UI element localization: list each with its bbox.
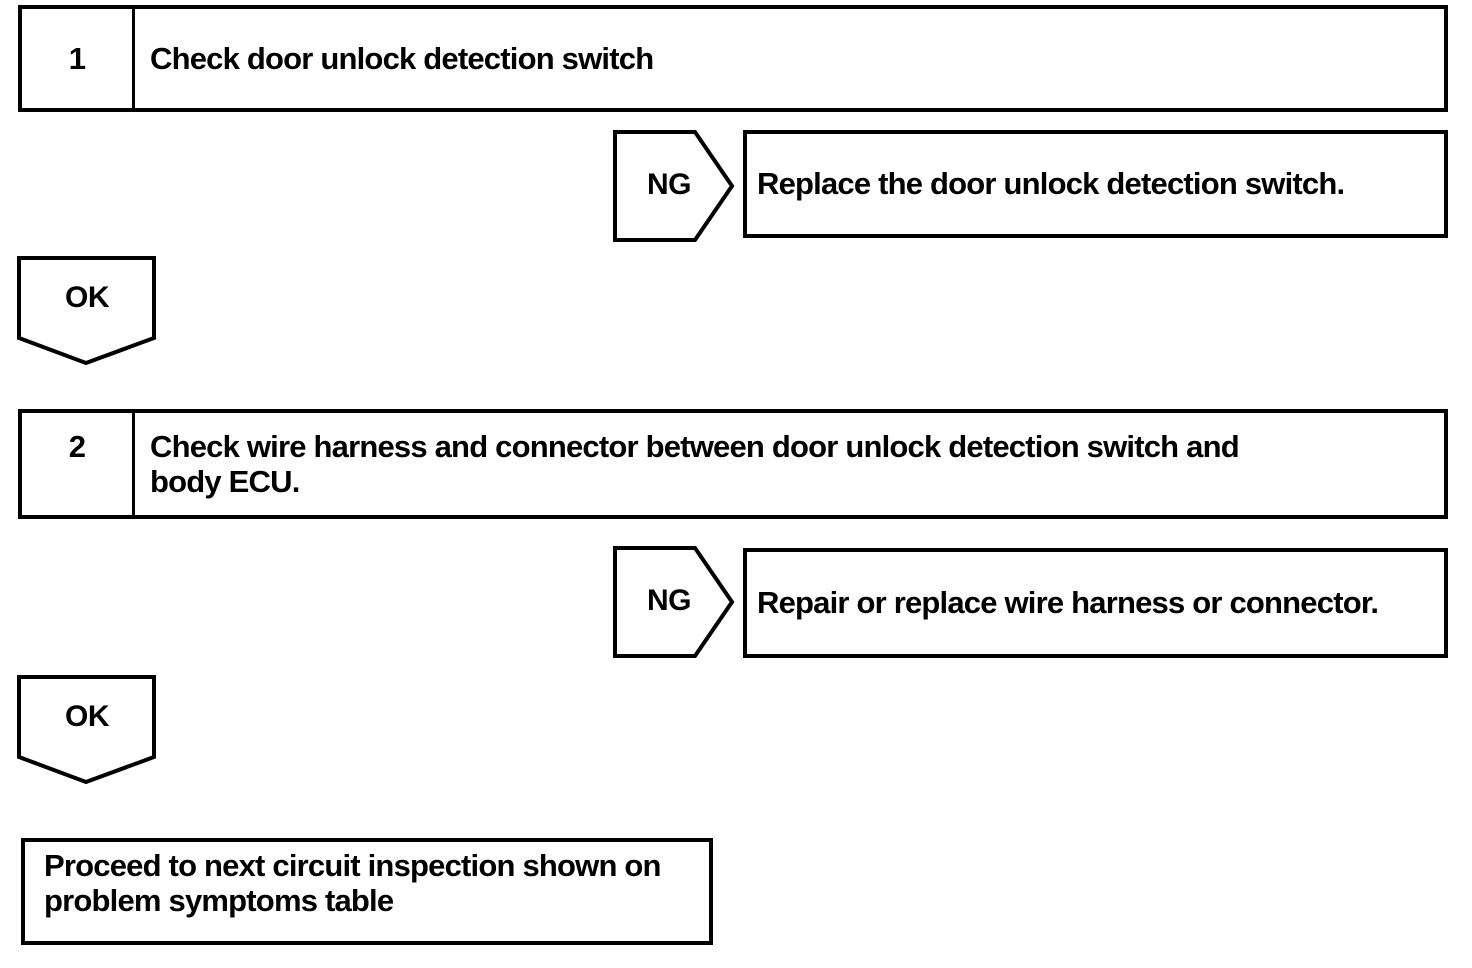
step-title-line: Check wire harness and connector between…	[150, 429, 1240, 464]
ok-down-pentagon-icon	[17, 256, 156, 366]
step-number: 1	[68, 40, 86, 76]
end-box: Proceed to next circuit inspection shown…	[21, 838, 713, 945]
end-text-line: Proceed to next circuit inspection shown…	[44, 848, 662, 883]
ng-pentagon-2: NG	[613, 546, 735, 658]
ok-pentagon-2: OK	[17, 675, 157, 785]
ng-label: NG	[647, 168, 692, 201]
ok-label: OK	[65, 281, 110, 314]
end-text-line: problem symptoms table	[44, 883, 394, 918]
step-title-line: Check door unlock detection switch	[150, 41, 654, 76]
ng-arrow-pentagon-icon	[613, 130, 735, 242]
step-1-number-cell: 1	[22, 9, 135, 108]
ok-pentagon-1: OK	[17, 256, 157, 366]
ng-result-box-2: Repair or replace wire harness or connec…	[743, 548, 1448, 658]
step-box-1: 1 Check door unlock detection switch	[18, 5, 1448, 112]
step-number: 2	[68, 429, 86, 464]
ng-pentagon-1: NG	[613, 130, 735, 242]
step-2-number-cell: 2	[22, 413, 135, 515]
step-box-2: 2 Check wire harness and connector betwe…	[18, 409, 1448, 519]
ng-label: NG	[647, 584, 692, 617]
ng-arrow-pentagon-icon	[613, 546, 735, 658]
step-title-line: body ECU.	[150, 464, 300, 499]
ok-label: OK	[65, 700, 110, 733]
ng-result-box-1: Replace the door unlock detection switch…	[743, 130, 1448, 238]
ng-result-text: Replace the door unlock detection switch…	[757, 166, 1345, 201]
ng-result-text: Repair or replace wire harness or connec…	[757, 585, 1379, 620]
step-2-title-cell: Check wire harness and connector between…	[135, 413, 1444, 515]
step-1-title-cell: Check door unlock detection switch	[135, 9, 1444, 108]
ok-down-pentagon-icon	[17, 675, 156, 785]
